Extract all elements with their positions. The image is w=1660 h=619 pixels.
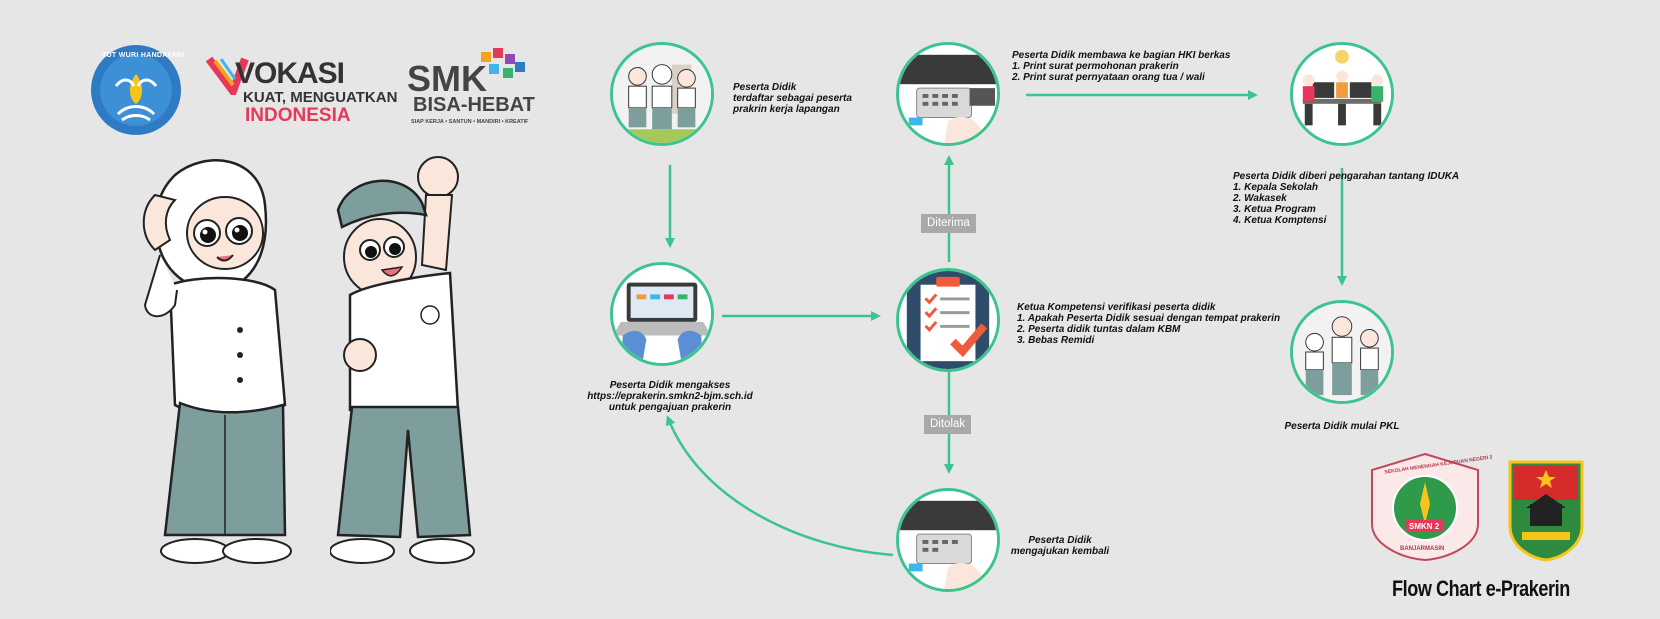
laptop-icon xyxy=(613,265,711,363)
students-icon xyxy=(613,45,711,143)
step-access-text: Peserta Didik mengakses https://eprakeri… xyxy=(587,380,753,413)
step-start-text: Peserta Didik mulai PKL xyxy=(1284,421,1400,432)
step-resubmit-text: Peserta Didik mengajukan kembali xyxy=(1010,535,1110,557)
graduates-icon xyxy=(1293,303,1391,401)
mascot-boy xyxy=(330,156,475,564)
step-briefing-text: Peserta Didik diberi pengarahan tantang … xyxy=(1233,171,1460,226)
printer-icon xyxy=(899,45,997,143)
node-start xyxy=(1290,300,1394,404)
checklist-icon xyxy=(899,271,997,369)
step-verify-text: Ketua Kompetensi verifikasi peserta didi… xyxy=(1017,302,1281,346)
node-resubmit xyxy=(896,488,1000,592)
page-title: Flow Chart e-Prakerin xyxy=(1392,576,1570,601)
tutwuri-logo: TUT WURI HANDAYANI xyxy=(88,44,184,136)
step-print-text: Peserta Didik membawa ke bagian HKI berk… xyxy=(1012,50,1231,83)
office-team-icon xyxy=(1293,45,1391,143)
mascot-girl xyxy=(142,159,292,564)
step-registered-text: Peserta Didik terdaftar sebagai peserta … xyxy=(733,82,852,115)
smk-bisa-hebat-logo: SMK BISA-HEBAT SIAP KERJA • SANTUN • MAN… xyxy=(405,48,545,138)
rejected-label: Ditolak xyxy=(924,415,972,434)
banjarmasin-emblem xyxy=(1508,460,1584,562)
smkn2-seal: SEKOLAH MENENGAH KEJURUAN NEGERI 2 SMKN … xyxy=(1366,452,1493,562)
node-registered xyxy=(610,42,714,146)
node-print xyxy=(896,42,1000,146)
accepted-label: Diterima xyxy=(921,214,976,233)
vokasi-logo: VOKASI KUAT, MENGUATKAN INDONESIA xyxy=(205,55,397,126)
arrow-resubmit-to-access xyxy=(665,415,894,557)
printer-icon xyxy=(899,491,997,589)
node-office xyxy=(1290,42,1394,146)
node-verify xyxy=(896,268,1000,372)
node-access xyxy=(610,262,714,366)
